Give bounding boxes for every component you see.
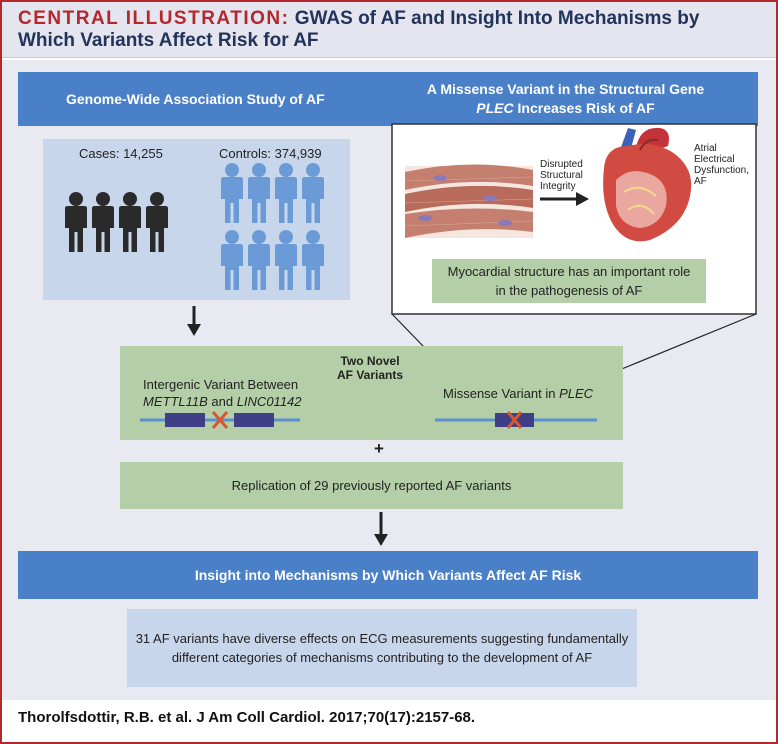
conclusion-box: [127, 609, 637, 687]
gene-name-mettl11b: METTL11B: [143, 394, 208, 409]
atrial-label-line: Electrical: [694, 154, 735, 165]
novel-heading-line2: AF Variants: [336, 368, 404, 382]
control-figure-icon: [302, 163, 324, 223]
title-rest: GWAS of AF and Insight Into Mechanisms b…: [289, 8, 700, 29]
top-banner: Genome-Wide Association Study of AF A Mi…: [18, 72, 758, 126]
disruption-arrow-icon: [540, 192, 589, 206]
case-figure-icon: [119, 192, 141, 252]
intergenic-line2: METTL11B and LINC01142: [143, 393, 302, 410]
replication-panel: [120, 462, 623, 509]
control-figures: [221, 163, 324, 290]
case-figure-icon: [146, 192, 168, 252]
case-figures: [65, 192, 168, 252]
missense-heading-line2: PLEC Increases Risk of AF: [393, 99, 738, 118]
missense-prefix: Missense Variant in: [443, 386, 560, 401]
case-figure-icon: [92, 192, 114, 252]
title-line-1: CENTRAL ILLUSTRATION: GWAS of AF and Ins…: [18, 8, 760, 30]
missense-heading-line1: A Missense Variant in the Structural Gen…: [426, 81, 705, 97]
disrupted-label-line: Disrupted: [540, 159, 583, 170]
myocardial-note-line1: Myocardial structure has an important ro…: [447, 264, 691, 279]
intergenic-variant-diagram: [140, 411, 300, 429]
down-arrow-icon: [374, 512, 388, 546]
title-line-2: Which Variants Affect Risk for AF: [18, 30, 319, 51]
control-figure-icon: [275, 230, 297, 290]
missense-heading: A Missense Variant in the Structural Gen…: [393, 80, 738, 118]
missense-variant-label: Missense Variant in PLEC: [443, 386, 593, 401]
control-figure-icon: [221, 163, 243, 223]
atrial-label: Atrial Electrical Dysfunction, AF: [694, 143, 749, 187]
atrial-label-line: Dysfunction,: [694, 165, 750, 176]
conclusion-line1: 31 AF variants have diverse effects on E…: [135, 631, 629, 646]
control-figure-icon: [302, 230, 324, 290]
gwas-heading: Genome-Wide Association Study of AF: [66, 91, 325, 107]
citation: Thorolfsdottir, R.B. et al. J Am Coll Ca…: [18, 709, 476, 726]
myocardial-note: Myocardial structure has an important ro…: [432, 259, 706, 303]
intergenic-and: and: [207, 394, 237, 409]
muscle-fiber-illustration: [404, 164, 534, 238]
variant-x-icon: [506, 411, 523, 429]
intergenic-line1: Intergenic Variant Between: [143, 377, 299, 392]
novel-variants-heading: Two Novel AF Variants: [330, 354, 410, 382]
cases-label: Cases: 14,255: [79, 146, 163, 161]
control-figure-icon: [248, 230, 270, 290]
down-arrow-icon: [187, 306, 201, 336]
myocardial-note-line2: in the pathogenesis of AF: [495, 283, 643, 298]
heart-icon: [603, 127, 692, 242]
missense-heading-gene: PLEC: [476, 100, 514, 116]
novel-heading-line1: Two Novel: [340, 354, 400, 368]
replication-label: Replication of 29 previously reported AF…: [231, 478, 512, 493]
title-bar: CENTRAL ILLUSTRATION: GWAS of AF and Ins…: [2, 2, 776, 58]
control-figure-icon: [221, 230, 243, 290]
control-figure-icon: [275, 163, 297, 223]
missense-variant-diagram: [435, 411, 597, 429]
atrial-label-line: AF: [694, 176, 707, 187]
disrupted-label-line: Integrity: [540, 181, 576, 192]
gene-name-linc01142: LINC01142: [236, 394, 302, 409]
controls-label: Controls: 374,939: [219, 146, 322, 161]
gene-name-plec: PLEC: [559, 386, 594, 401]
conclusion-line2: different categories of mechanisms contr…: [171, 650, 593, 665]
atrial-label-line: Atrial: [694, 143, 717, 154]
plus-sign: +: [374, 439, 384, 458]
variant-x-icon: [211, 411, 229, 429]
disrupted-label-line: Structural: [540, 170, 583, 181]
missense-heading-rest: Increases Risk of AF: [513, 100, 655, 116]
insight-banner: Insight into Mechanisms by Which Variant…: [18, 551, 758, 599]
conclusion-text: 31 AF variants have diverse effects on E…: [127, 609, 637, 687]
title-lead: CENTRAL ILLUSTRATION:: [18, 8, 290, 29]
intergenic-variant-label: Intergenic Variant Between METTL11B and …: [143, 376, 302, 410]
case-figure-icon: [65, 192, 87, 252]
control-figure-icon: [248, 163, 270, 223]
disrupted-label: Disrupted Structural Integrity: [540, 159, 583, 192]
